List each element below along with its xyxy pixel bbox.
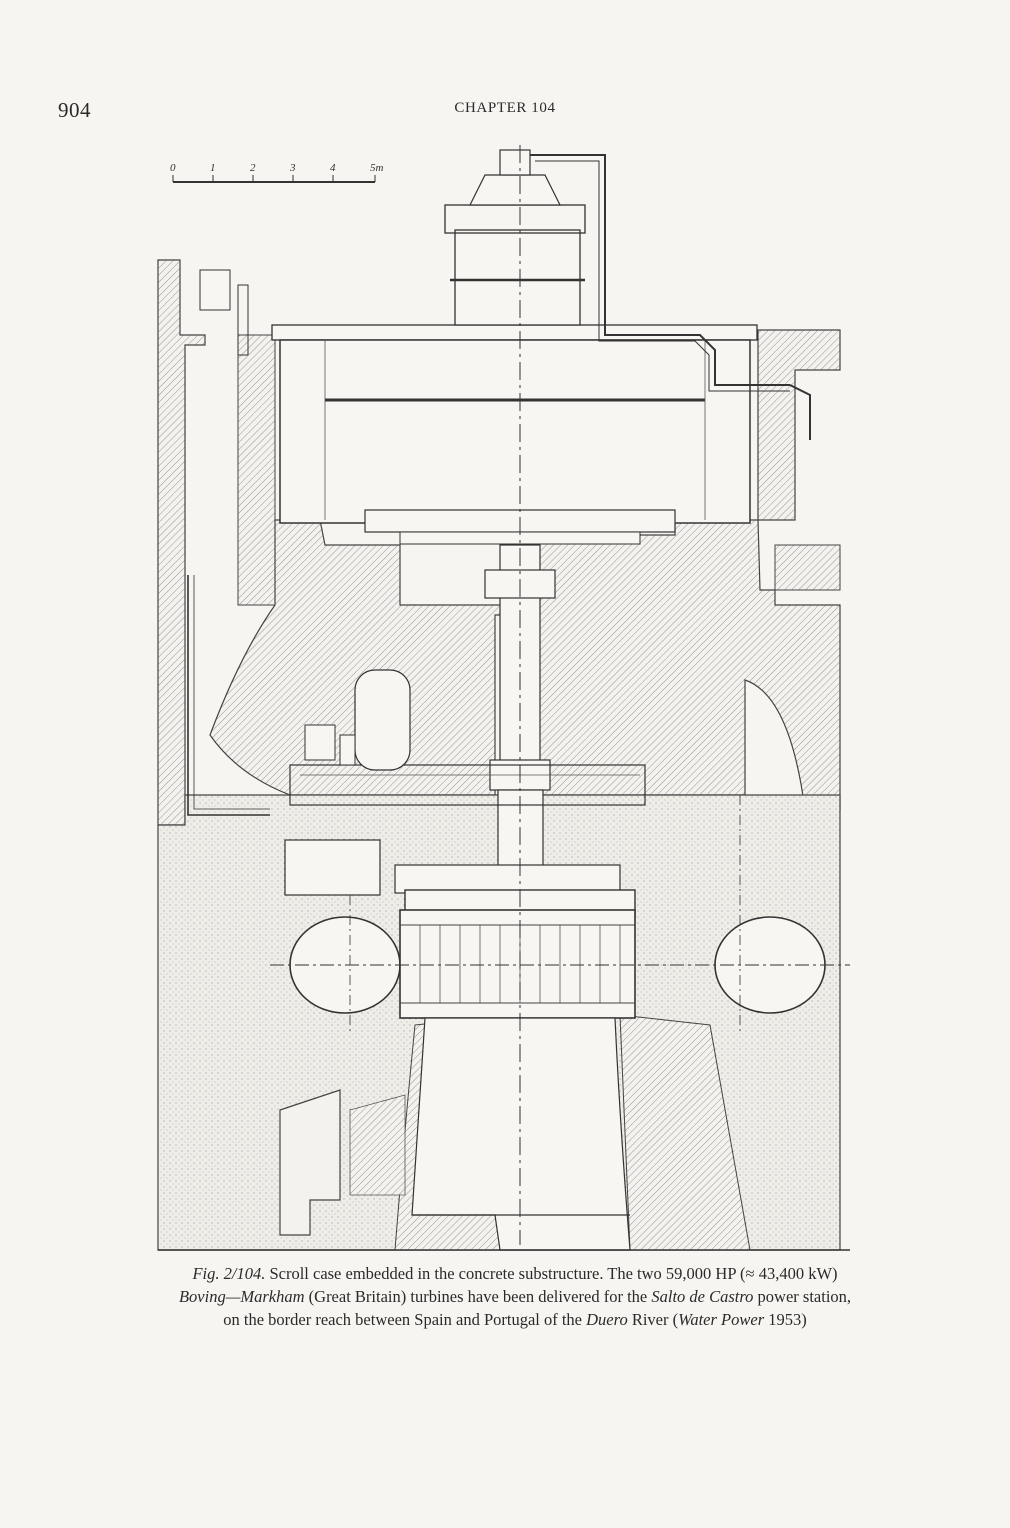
caption-text: (Great Britain) turbines have been deliv… [304, 1287, 652, 1306]
caption-text: Scroll case embedded in the concrete sub… [265, 1264, 838, 1283]
caption-station-name: Salto de Castro [651, 1287, 754, 1306]
page-number: 904 [58, 98, 91, 122]
scale-tick-4: 4 [330, 162, 336, 174]
caption-text: 1953) [764, 1310, 807, 1329]
turbine-cross-section-figure: 0 1 2 3 4 5m [150, 135, 860, 1255]
scale-tick-2: 2 [250, 162, 256, 174]
caption-fig-label: Fig. 2/104. [192, 1264, 266, 1283]
caption-river-name: Duero [586, 1310, 628, 1329]
scale-tick-0: 0 [170, 162, 176, 174]
generator-housing [271, 324, 758, 545]
caption-line-2: Boving—Markham (Great Britain) turbines … [80, 1285, 950, 1308]
scale-bar: 0 1 2 3 4 5m [170, 162, 384, 183]
caption-manufacturer: Boving—Markham [178, 1287, 305, 1306]
running-head: CHAPTER 104 [454, 100, 556, 116]
caption-line-1: Fig. 2/104. Scroll case embedded in the … [80, 1262, 950, 1285]
caption-text: River ( [627, 1310, 679, 1329]
scale-tick-1: 1 [210, 162, 216, 174]
caption-line-3: on the border reach between Spain and Po… [80, 1308, 950, 1331]
exciter-assembly [444, 149, 811, 440]
caption-text: on the border reach between Spain and Po… [223, 1310, 587, 1329]
scale-tick-5: 5m [370, 162, 384, 174]
figure-caption: Fig. 2/104. Scroll case embedded in the … [80, 1262, 950, 1331]
scroll-case-and-runner [270, 909, 850, 1019]
caption-source: Water Power [678, 1310, 765, 1329]
caption-text: power station, [753, 1287, 852, 1306]
scale-tick-3: 3 [289, 162, 296, 174]
